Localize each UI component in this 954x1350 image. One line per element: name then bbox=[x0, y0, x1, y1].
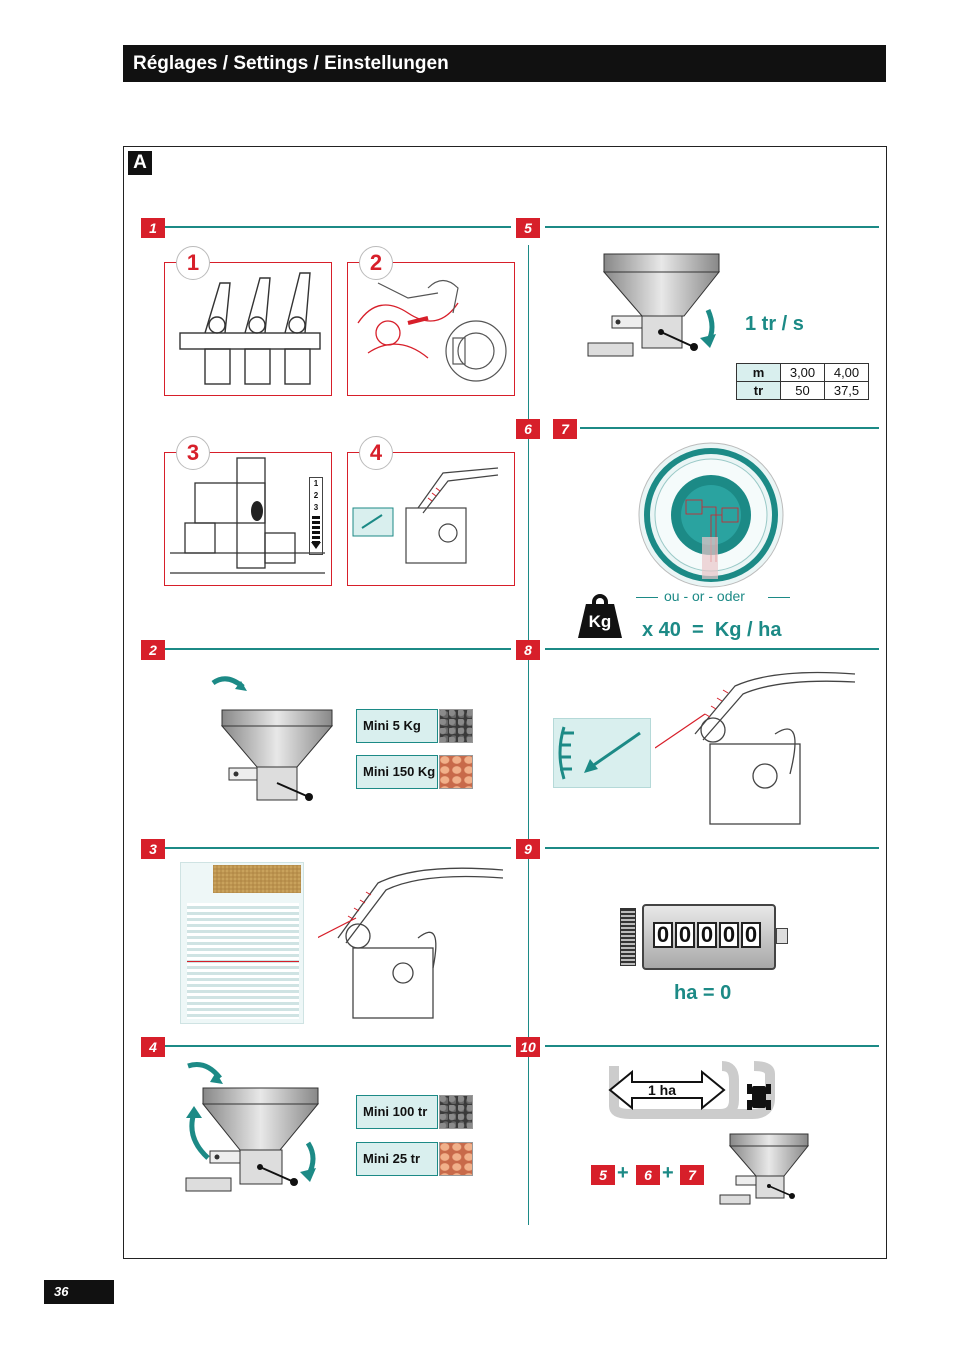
gearbox-illustration bbox=[170, 457, 325, 574]
step-rule-10 bbox=[545, 1045, 879, 1047]
detail-inset bbox=[553, 718, 651, 788]
counter-digit: 0 bbox=[675, 922, 695, 948]
drives-illustration bbox=[179, 272, 321, 385]
photo-lever bbox=[347, 452, 515, 586]
photo-gearbox: 1 2 3 bbox=[164, 452, 332, 586]
section-label: A bbox=[128, 151, 152, 175]
field-path-diagram bbox=[608, 1061, 775, 1119]
lever-step3 bbox=[318, 867, 504, 1019]
seed-light-swatch-2 bbox=[439, 1142, 473, 1176]
step-rule-3 bbox=[165, 847, 511, 849]
step-rule-9 bbox=[545, 847, 879, 849]
photo-drives bbox=[164, 262, 332, 396]
step-badge-5: 5 bbox=[516, 218, 540, 238]
step-rule-4 bbox=[165, 1045, 511, 1047]
or-text: ou - or - oder bbox=[664, 588, 745, 604]
table-row: tr 50 37,5 bbox=[736, 381, 869, 400]
table-cell: 37,5 bbox=[824, 381, 869, 400]
photo-number-4: 4 bbox=[359, 436, 393, 470]
formula-label: x 40 = Kg / ha bbox=[642, 619, 782, 641]
page-header: Réglages / Settings / Einstellungen bbox=[123, 45, 886, 82]
section-frame bbox=[123, 146, 887, 1259]
table-cell: 50 bbox=[780, 381, 825, 400]
plus-sign: + bbox=[617, 1162, 629, 1184]
scale-mark-2: 2 bbox=[313, 491, 319, 500]
seed-chart-highlight bbox=[187, 961, 299, 962]
counter-digit: 0 bbox=[741, 922, 761, 948]
hopper-step4 bbox=[185, 1062, 320, 1192]
gear-scale: 1 2 3 bbox=[309, 477, 323, 555]
seed-dark-swatch bbox=[439, 709, 473, 743]
table-cell: 3,00 bbox=[780, 363, 825, 382]
or-divider-right bbox=[768, 597, 790, 598]
counter-reset-button[interactable] bbox=[776, 928, 788, 944]
sum-badge-6: 6 bbox=[636, 1165, 660, 1185]
table-cell: tr bbox=[736, 381, 781, 400]
mini-5kg-label: Mini 5 Kg bbox=[356, 709, 438, 743]
rate-label: 1 tr / s bbox=[745, 313, 804, 335]
plus-sign: + bbox=[662, 1162, 674, 1184]
calculator-disc bbox=[638, 442, 784, 588]
page-number: 36 bbox=[44, 1280, 114, 1304]
step-badge-2: 2 bbox=[141, 640, 165, 660]
scale-bars bbox=[312, 516, 320, 542]
table-row: m 3,00 4,00 bbox=[736, 363, 869, 382]
rotation-table: m 3,00 4,00 tr 50 37,5 bbox=[736, 363, 869, 400]
seed-chart-card bbox=[180, 862, 304, 1024]
table-cell: m bbox=[736, 363, 781, 382]
step-badge-3: 3 bbox=[141, 839, 165, 859]
step-badge-10: 10 bbox=[516, 1037, 540, 1057]
step-badge-9: 9 bbox=[516, 839, 540, 859]
sum-badge-7: 7 bbox=[680, 1165, 704, 1185]
photo-transmission bbox=[347, 262, 515, 396]
step-rule-2 bbox=[165, 648, 511, 650]
seed-dark-swatch-2 bbox=[439, 1095, 473, 1129]
lever-illustration bbox=[352, 467, 499, 564]
seed-light-swatch bbox=[439, 755, 473, 789]
or-divider-left bbox=[636, 597, 658, 598]
sum-badge-5: 5 bbox=[591, 1165, 615, 1185]
table-cell: 4,00 bbox=[824, 363, 869, 382]
hopper-step10 bbox=[719, 1133, 810, 1205]
hectare-result: ha = 0 bbox=[674, 982, 732, 1004]
seed-chart-photo bbox=[213, 865, 301, 893]
step-rule-1 bbox=[165, 226, 511, 228]
transmission-illustration bbox=[357, 279, 507, 382]
counter-digit: 0 bbox=[697, 922, 717, 948]
weight-icon: Kg bbox=[576, 594, 624, 638]
hopper-step2 bbox=[211, 676, 334, 801]
counter-digit: 0 bbox=[653, 922, 673, 948]
mini-100tr-label: Mini 100 tr bbox=[356, 1095, 438, 1129]
column-divider bbox=[528, 245, 529, 1225]
step-rule-6 bbox=[580, 427, 879, 429]
distance-label: 1 ha bbox=[648, 1082, 677, 1098]
photo-number-1: 1 bbox=[176, 246, 210, 280]
weight-label: Kg bbox=[578, 604, 622, 638]
photo-number-2: 2 bbox=[359, 246, 393, 280]
step-badge-6: 6 bbox=[516, 419, 540, 439]
lever-step8 bbox=[655, 671, 856, 825]
step-rule-8 bbox=[545, 648, 879, 650]
counter-knob[interactable] bbox=[620, 908, 636, 966]
step-badge-7: 7 bbox=[553, 419, 577, 439]
step-badge-8: 8 bbox=[516, 640, 540, 660]
step-badge-1: 1 bbox=[141, 218, 165, 238]
hopper-step5 bbox=[587, 253, 721, 357]
step-badge-4: 4 bbox=[141, 1037, 165, 1057]
step-rule-5 bbox=[545, 226, 879, 228]
mini-150kg-label: Mini 150 Kg bbox=[356, 755, 438, 789]
photo-number-3: 3 bbox=[176, 436, 210, 470]
counter-digit: 0 bbox=[719, 922, 739, 948]
scale-mark-3: 3 bbox=[313, 503, 319, 512]
mini-25tr-label: Mini 25 tr bbox=[356, 1142, 438, 1176]
scale-mark-1: 1 bbox=[313, 479, 319, 488]
arrow-down-icon bbox=[311, 542, 321, 549]
inset-arrow-icon bbox=[558, 726, 641, 780]
